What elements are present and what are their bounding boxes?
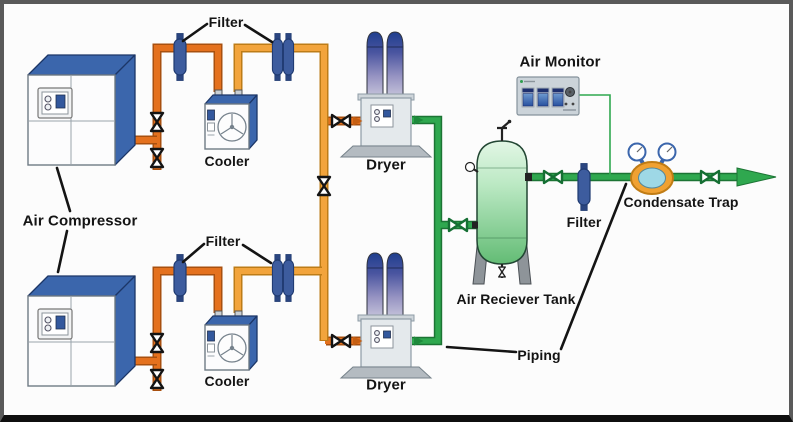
label-filter-mid: Filter — [205, 233, 241, 249]
cooler-1 — [204, 89, 258, 150]
tank-outlet-nozzle — [525, 173, 532, 181]
label-dryer-2: Dryer — [366, 376, 406, 394]
monitor-display-3 — [551, 87, 565, 108]
tank-drain-valve — [498, 264, 506, 278]
filter-unit-bottom-double-b — [282, 253, 295, 303]
label-condensate-trap: Condensate Trap — [623, 194, 739, 210]
air-monitor-panel — [516, 76, 580, 116]
monitor-display-1 — [521, 87, 535, 108]
label-cooler-1: Cooler — [204, 153, 250, 169]
air-compressor-1 — [27, 54, 136, 166]
filter-unit-top-double-b — [282, 32, 295, 82]
monitor-power-led — [520, 80, 523, 83]
filter-unit-top-double-a — [271, 32, 284, 82]
label-air-monitor: Air Monitor — [519, 53, 601, 71]
air-compressor-2 — [27, 275, 136, 387]
air-receiver-tank — [464, 119, 532, 285]
tank-relief-valve — [497, 119, 512, 141]
label-filter-line: Filter — [566, 214, 602, 230]
warm-air-piping — [233, 43, 329, 341]
trap-gauge-left — [627, 142, 647, 162]
label-air-receiver-tank: Air Reciever Tank — [456, 291, 576, 307]
monitor-signal-line — [578, 94, 611, 175]
tank-inlet-nozzle — [472, 221, 478, 229]
monitor-display-2 — [536, 87, 550, 108]
filter-unit-bottom-double-a — [271, 253, 284, 303]
filter-unit-main-line — [577, 162, 591, 212]
tank-pressure-gauge — [464, 161, 479, 173]
condensate-trap — [627, 142, 677, 195]
cooler-2 — [204, 310, 258, 371]
label-piping: Piping — [517, 347, 561, 363]
label-air-compressor: Air Compressor — [22, 212, 138, 230]
trap-gauge-right — [657, 142, 677, 162]
label-dryer-1: Dryer — [366, 156, 406, 174]
pointer-lines — [55, 22, 628, 354]
flow-direction-arrow — [736, 167, 777, 187]
label-cooler-2: Cooler — [204, 373, 250, 389]
dryer-1 — [340, 31, 432, 158]
label-filter-top: Filter — [208, 14, 244, 30]
dryer-2 — [340, 252, 432, 379]
